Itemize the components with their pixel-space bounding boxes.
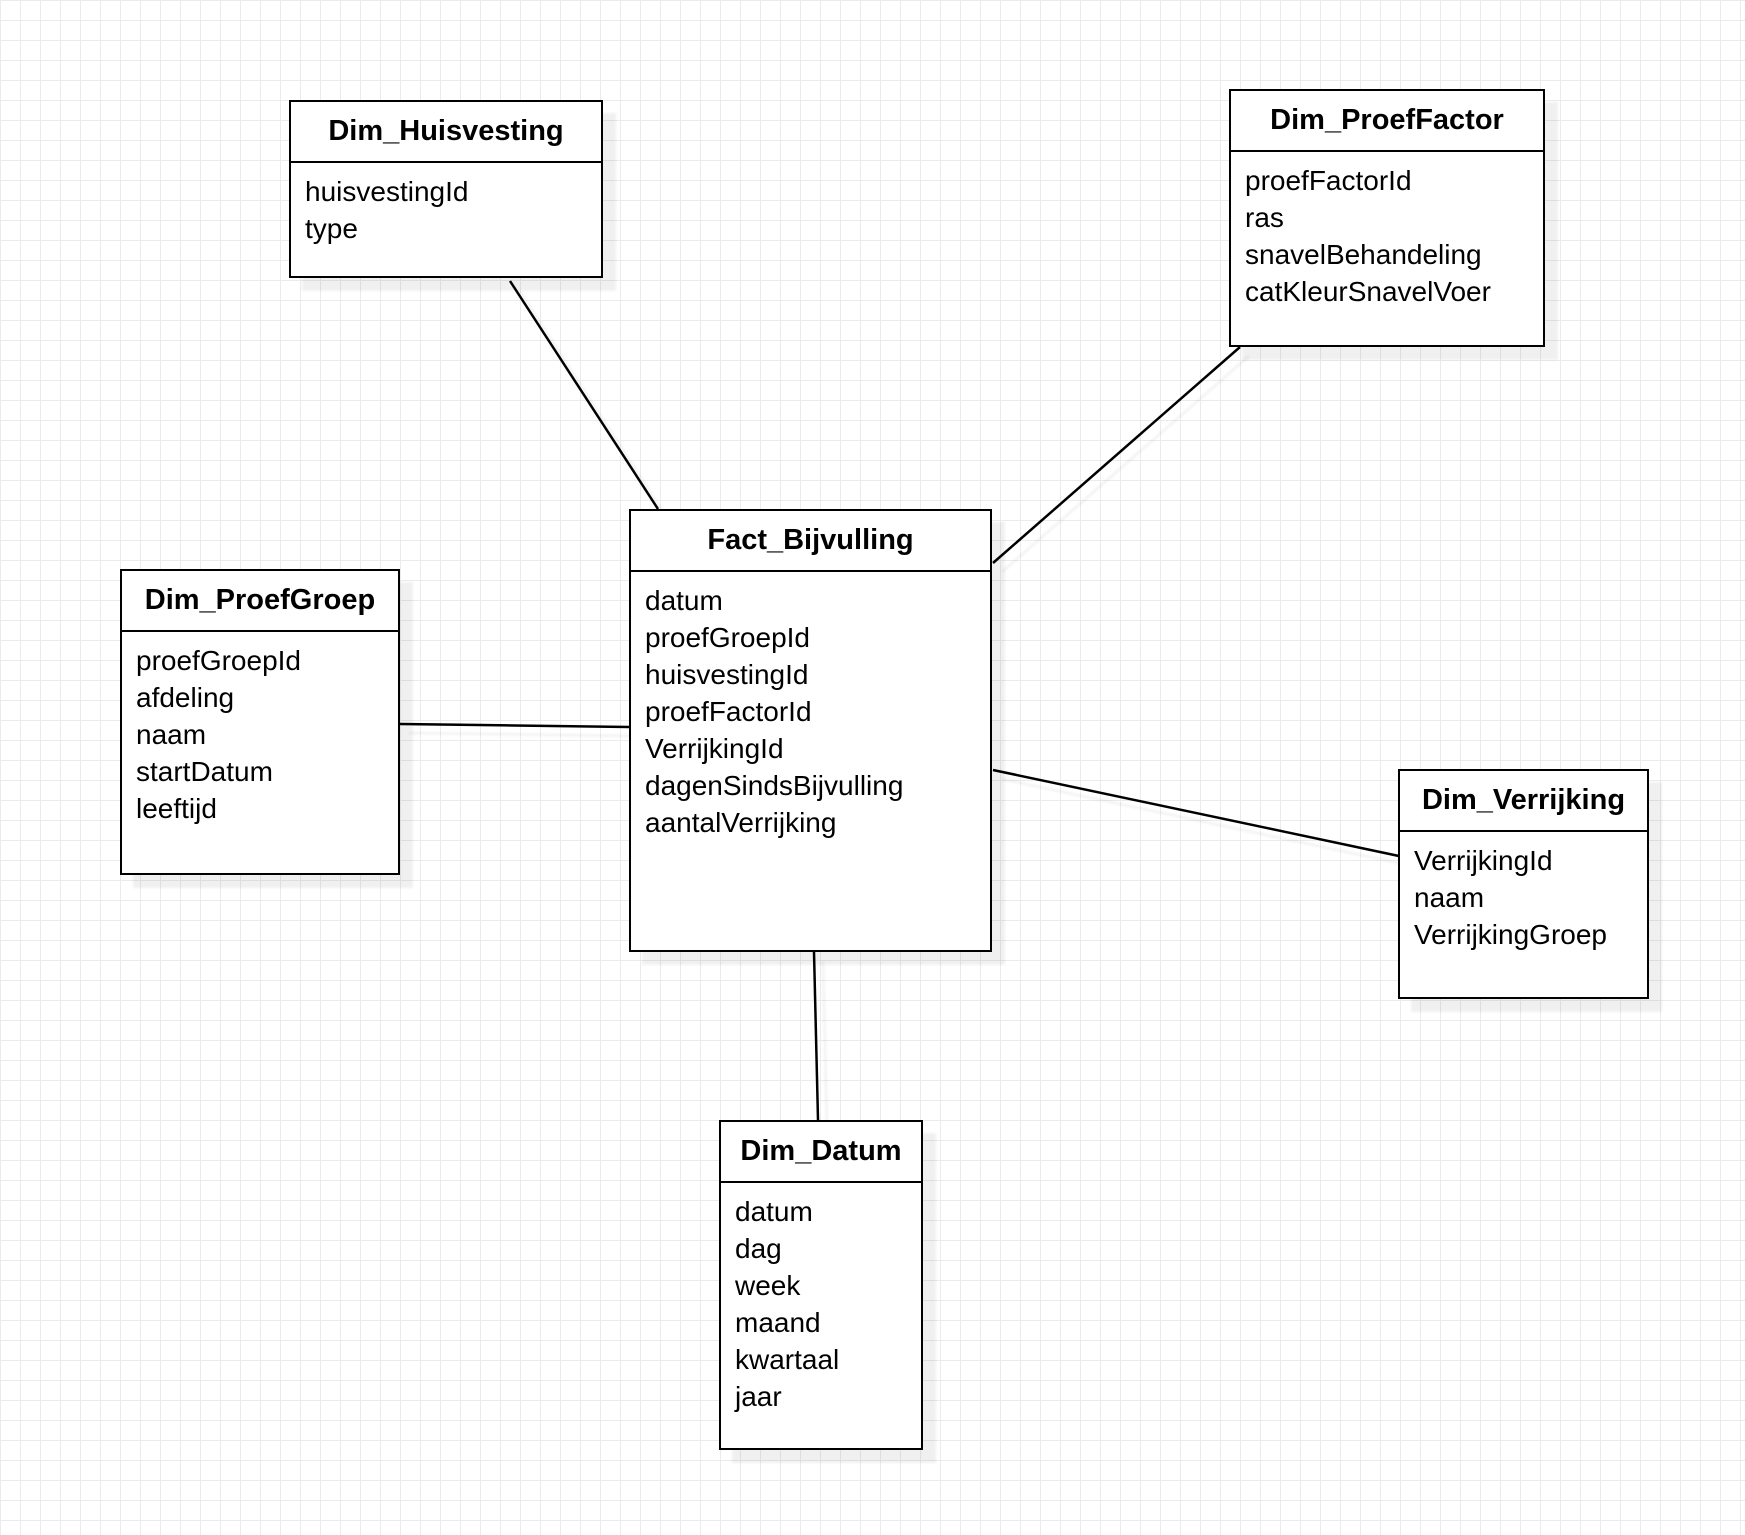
entity-field: huisvestingId	[305, 176, 469, 207]
entity-title: Dim_Verrijking	[1400, 771, 1647, 832]
entity-field: proefGroepId	[645, 622, 810, 653]
entity-field: startDatum	[136, 756, 273, 787]
entity-title: Dim_ProefFactor	[1231, 91, 1543, 152]
entity-field-list: datum dag week maand kwartaal jaar	[721, 1183, 921, 1415]
connector-dim-proefgroep-fact-bijvulling[interactable]	[399, 722, 630, 729]
entity-fact-bijvulling[interactable]: Fact_Bijvulling datum proefGroepId huisv…	[629, 509, 992, 952]
connector-dim-proeffactor-fact-bijvulling[interactable]	[992, 346, 1241, 564]
entity-field: leeftijd	[136, 793, 217, 824]
entity-field: huisvestingId	[645, 659, 809, 690]
entity-field: dagenSindsBijvulling	[645, 770, 904, 801]
entity-field: jaar	[735, 1381, 782, 1412]
entity-field: afdeling	[136, 682, 235, 713]
entity-field: aantalVerrijking	[645, 807, 837, 838]
entity-title: Fact_Bijvulling	[631, 511, 990, 572]
entity-dim-verrijking[interactable]: Dim_Verrijking VerrijkingId naam Verrijk…	[1398, 769, 1649, 999]
entity-title: Dim_Datum	[721, 1122, 921, 1183]
entity-field: kwartaal	[735, 1344, 840, 1375]
entity-field: type	[305, 213, 358, 244]
entity-field: maand	[735, 1307, 821, 1338]
entity-field: catKleurSnavelVoer	[1245, 276, 1491, 307]
entity-field: proefFactorId	[645, 696, 812, 727]
entity-field: ras	[1245, 202, 1284, 233]
entity-field: naam	[136, 719, 207, 750]
entity-field-list: proefGroepId afdeling naam startDatum le…	[122, 632, 398, 827]
entity-field: datum	[735, 1196, 813, 1227]
entity-field: VerrijkingGroep	[1414, 919, 1607, 950]
entity-title: Dim_Huisvesting	[291, 102, 601, 163]
entity-field: dag	[735, 1233, 782, 1264]
entity-field: VerrijkingId	[645, 733, 784, 764]
entity-field-list: VerrijkingId naam VerrijkingGroep	[1400, 832, 1647, 953]
entity-dim-datum[interactable]: Dim_Datum datum dag week maand kwartaal …	[719, 1120, 923, 1450]
connector-dim-huisvesting-fact-bijvulling[interactable]	[508, 280, 660, 510]
connector-fact-bijvulling-dim-verrijking[interactable]	[992, 768, 1400, 858]
entity-field: week	[735, 1270, 801, 1301]
entity-dim-proefgroep[interactable]: Dim_ProefGroep proefGroepId afdeling naa…	[120, 569, 400, 875]
entity-field: naam	[1414, 882, 1485, 913]
entity-field: proefFactorId	[1245, 165, 1412, 196]
entity-field-list: huisvestingId type	[291, 163, 601, 247]
entity-field-list: datum proefGroepId huisvestingId proefFa…	[631, 572, 990, 841]
entity-field: proefGroepId	[136, 645, 301, 676]
entity-field: snavelBehandeling	[1245, 239, 1482, 270]
entity-title: Dim_ProefGroep	[122, 571, 398, 632]
entity-field-list: proefFactorId ras snavelBehandeling catK…	[1231, 152, 1543, 310]
entity-dim-huisvesting[interactable]: Dim_Huisvesting huisvestingId type	[289, 100, 603, 278]
entity-field: datum	[645, 585, 723, 616]
entity-field: VerrijkingId	[1414, 845, 1553, 876]
connector-fact-bijvulling-dim-datum[interactable]	[812, 951, 820, 1121]
entity-dim-proeffactor[interactable]: Dim_ProefFactor proefFactorId ras snavel…	[1229, 89, 1545, 347]
